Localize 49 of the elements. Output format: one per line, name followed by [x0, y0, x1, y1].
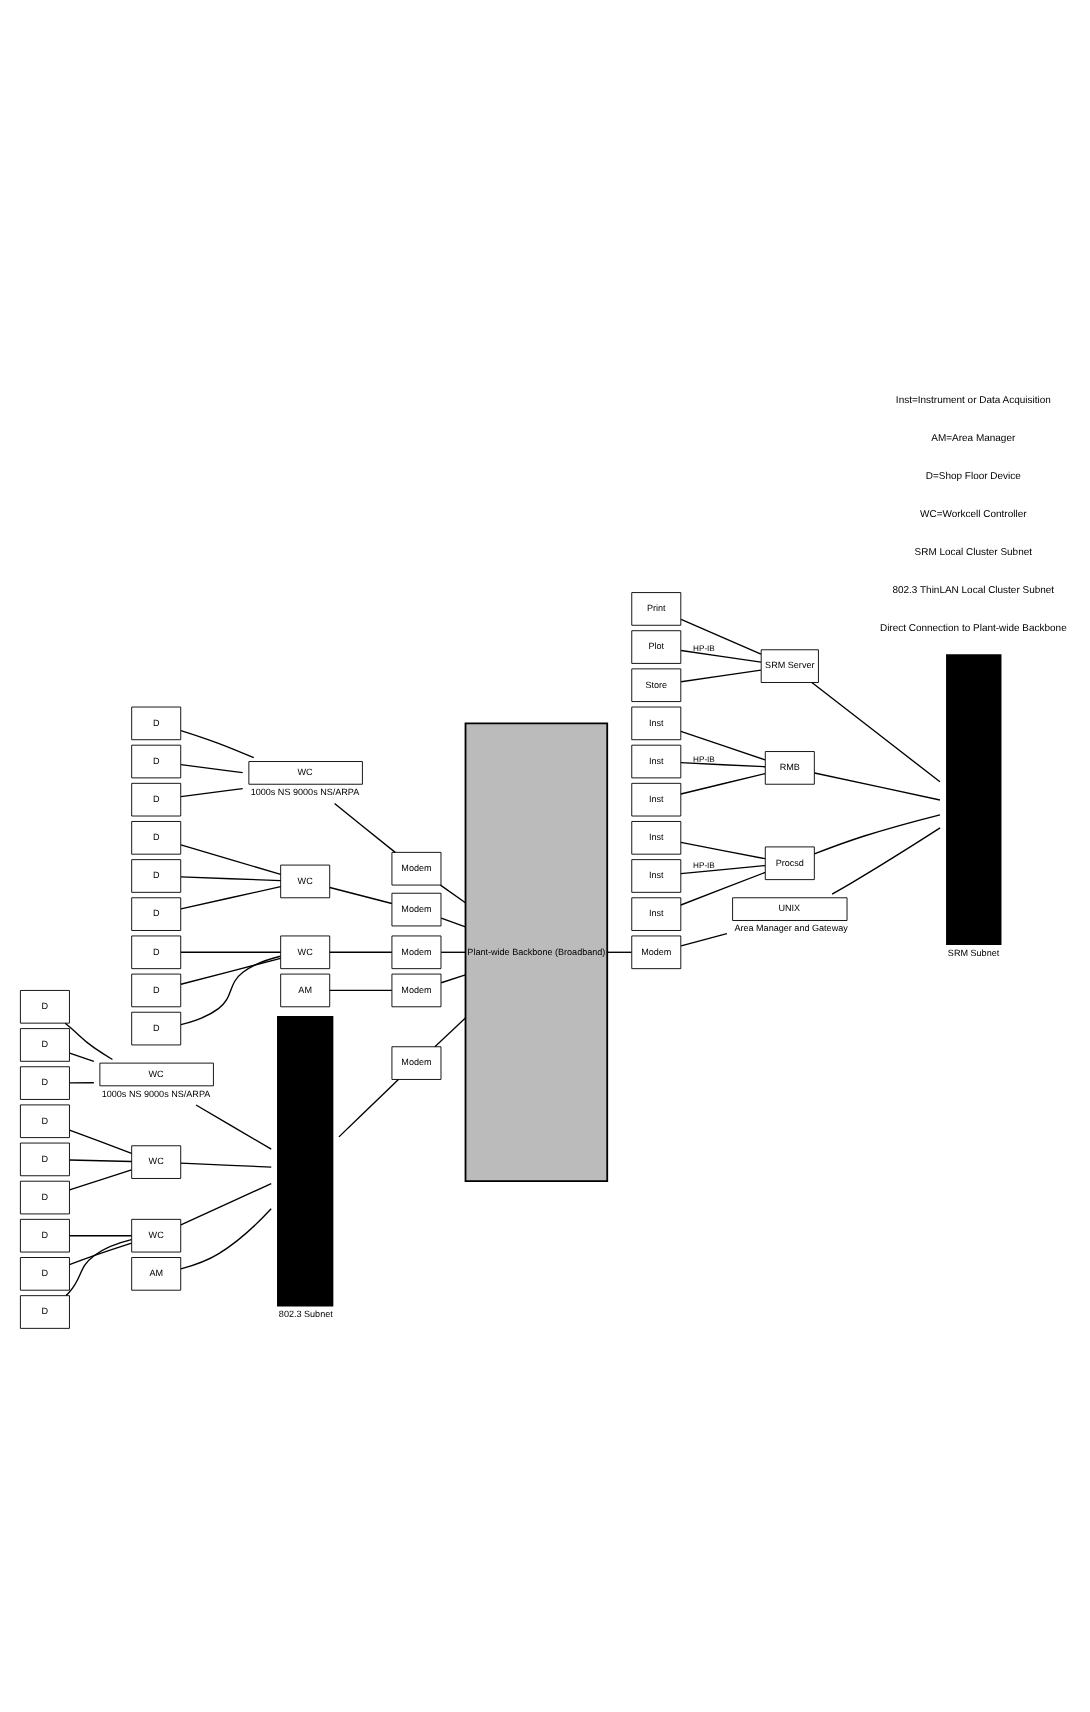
- connector: [434, 1017, 467, 1048]
- connector: [65, 1238, 133, 1297]
- connector: [333, 802, 396, 854]
- connector: [180, 729, 255, 759]
- connector: [180, 1208, 272, 1270]
- connector: [329, 951, 393, 953]
- node-bar: [946, 654, 1002, 945]
- connector: [813, 814, 941, 855]
- connector: [680, 772, 766, 795]
- connector: [68, 1129, 133, 1154]
- connector: [180, 886, 282, 910]
- connector: [680, 864, 766, 875]
- connector: [68, 1169, 133, 1191]
- connector: [68, 1052, 95, 1062]
- connector: [440, 917, 467, 928]
- connector: [68, 1242, 133, 1266]
- connector: [180, 876, 282, 882]
- connector: [440, 974, 467, 984]
- connector: [180, 844, 282, 876]
- connector: [606, 951, 633, 953]
- connector: [439, 884, 467, 904]
- connector: [440, 951, 467, 953]
- connector: [680, 649, 762, 663]
- connector: [180, 763, 244, 774]
- connector: [64, 1022, 114, 1061]
- connector: [680, 669, 762, 683]
- connector: [680, 618, 762, 655]
- connector: [680, 841, 766, 860]
- connector: [68, 1235, 133, 1237]
- connector: [338, 1078, 400, 1138]
- connector: [180, 951, 282, 953]
- connector: [329, 989, 393, 992]
- connector: [680, 871, 766, 906]
- connector: [180, 955, 282, 1026]
- connector: [180, 957, 282, 985]
- connector: [180, 1162, 272, 1168]
- connector: [180, 1182, 272, 1226]
- connector: [811, 681, 941, 783]
- connector: [68, 1159, 133, 1163]
- connector: [68, 1082, 95, 1084]
- connector: [195, 1104, 272, 1150]
- connector: [329, 886, 393, 905]
- node-bar: [277, 1015, 334, 1307]
- connector: [680, 932, 728, 947]
- connector: [813, 772, 941, 801]
- connector: [680, 762, 766, 768]
- connector: [180, 787, 244, 798]
- connector: [680, 730, 766, 761]
- connector: [831, 827, 941, 895]
